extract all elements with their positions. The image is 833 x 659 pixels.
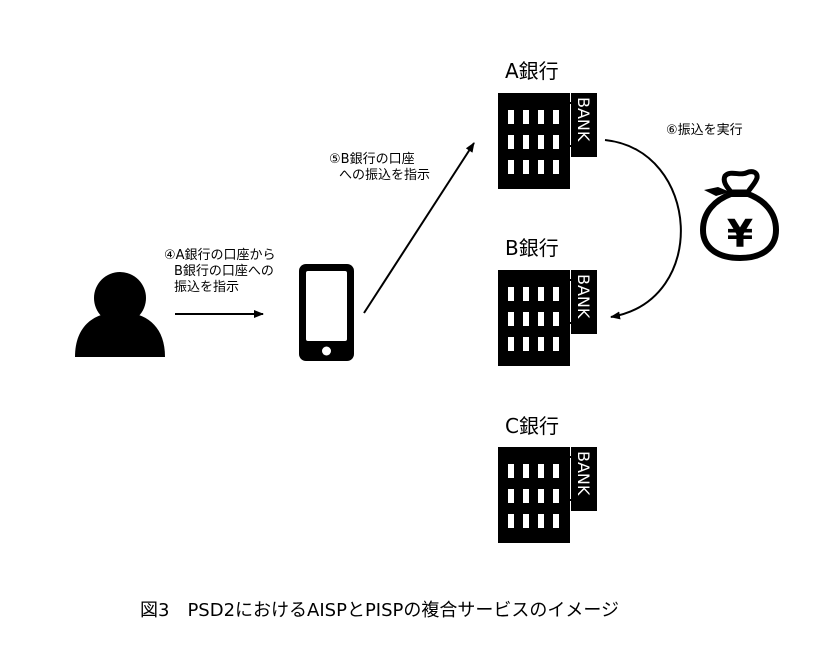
step6-label: ⑥振込を実行: [666, 123, 743, 138]
bank-c-name: C銀行: [505, 414, 559, 438]
step5-line1: ⑤B銀行の口座: [329, 152, 415, 167]
bank-b-building-icon: BANK: [498, 270, 597, 366]
bank-a-building-icon: BANK: [498, 93, 597, 189]
person-icon: [75, 272, 165, 357]
step4-label: ④A銀行の口座から B銀行の口座への 振込を指示: [164, 248, 276, 296]
bank-b-name: B銀行: [505, 236, 559, 260]
step4-line3: 振込を指示: [174, 280, 240, 295]
bank-c-building-icon: BANK: [498, 447, 597, 543]
smartphone-icon: [299, 264, 354, 361]
bank-sign-text: BANK: [574, 97, 593, 142]
step4-line1: ④A銀行の口座から: [164, 248, 276, 263]
yen-money-bag-icon: ¥: [699, 169, 780, 262]
yen-symbol: ¥: [727, 212, 753, 256]
bank-sign-text: BANK: [574, 451, 593, 496]
step4-line2: B銀行の口座への: [174, 264, 274, 279]
figure-caption: 図3 PSD2におけるAISPとPISPの複合サービスのイメージ: [140, 600, 620, 621]
bank-sign-text: BANK: [574, 274, 593, 319]
arrow-step5: [363, 142, 475, 314]
bank-a-name: A銀行: [505, 59, 559, 83]
step5-label: ⑤B銀行の口座 への振込を指示: [329, 152, 430, 184]
step5-line2: への振込を指示: [339, 168, 431, 183]
arrow-step6: [604, 139, 682, 320]
